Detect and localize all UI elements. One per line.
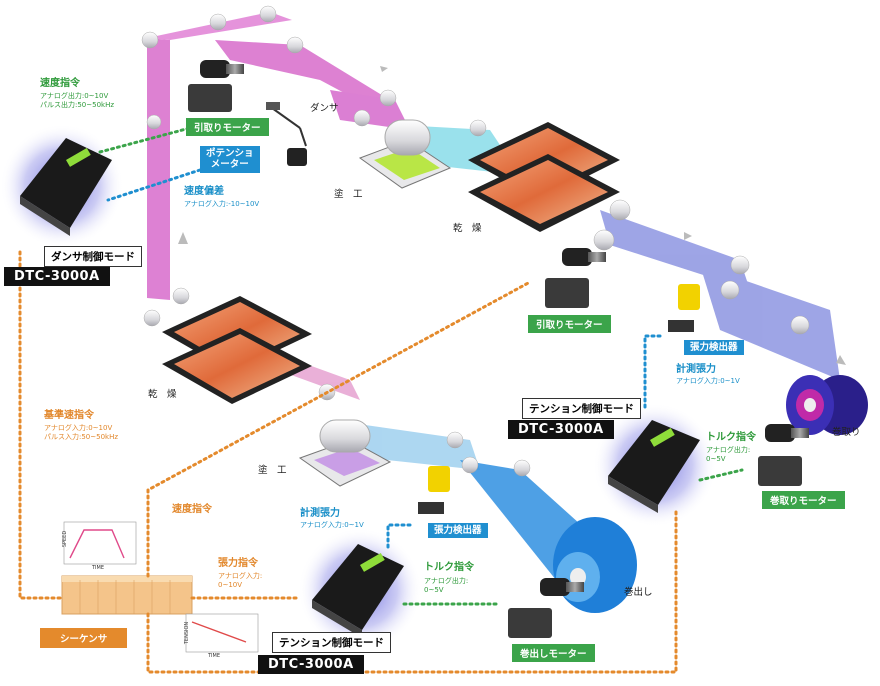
- drying-upper-label: 乾 燥: [453, 223, 482, 234]
- winder-roll: [786, 375, 868, 435]
- speed-graph-x-label: TIME: [92, 565, 105, 571]
- tension-detector-icons: [418, 284, 700, 514]
- potentiometer-badge: ポテンショ メーター: [200, 146, 260, 173]
- pull-motor-badge-right: 引取りモーター: [528, 315, 611, 333]
- coating-upper-label: 塗 工: [334, 189, 363, 200]
- lower-torque-cmd-line2: 0~5V: [424, 586, 444, 594]
- tension-graph-x-label: TIME: [208, 653, 221, 659]
- tension-graph: [185, 613, 259, 653]
- drying-lower-label: 乾 燥: [148, 389, 177, 400]
- signal-lines: [18, 126, 744, 674]
- tension-detector-badge-upper: 張力検出器: [684, 340, 744, 356]
- dancer-speed-dev-title: 速度偏差: [184, 186, 224, 197]
- dancer-label: ダンサ: [310, 103, 339, 114]
- tension-graph-y-label: TENSION: [184, 621, 191, 645]
- controller-tension-lower: [298, 528, 422, 652]
- upper-measured-tension-line1: アナログ入力:0~1V: [676, 377, 740, 385]
- coater-upper: [358, 119, 452, 189]
- sequencer-speed-cmd: 速度指令: [172, 504, 212, 515]
- tension-cmd-line1: アナログ入力:: [218, 572, 263, 580]
- base-speed-cmd-line1: アナログ入力:0~10V: [44, 424, 113, 432]
- dancer-speed-cmd-title: 速度指令: [40, 78, 80, 89]
- coating-lower-label: 塗 工: [258, 465, 287, 476]
- tension-cmd-title: 張力指令: [218, 558, 258, 569]
- upper-torque-cmd-line1: アナログ出力:: [706, 446, 751, 454]
- dancer-speed-cmd-line2: パルス出力:50~50kHz: [40, 101, 115, 109]
- dancer-mode-label: ダンサ制御モード: [44, 246, 142, 267]
- base-speed-cmd-title: 基準速指令: [44, 410, 94, 421]
- motor-icons: [188, 60, 809, 638]
- unwinder-label: 巻出し: [624, 587, 653, 598]
- lower-torque-cmd-title: トルク指令: [424, 562, 474, 573]
- lower-measured-tension-line1: アナログ入力:0~1V: [300, 521, 364, 529]
- dancer-model-label: DTC-3000A: [4, 267, 110, 286]
- winder-motor-badge: 巻取りモーター: [762, 491, 845, 509]
- unwinder-motor-badge: 巻出しモーター: [512, 644, 595, 662]
- dancer-arm: [266, 102, 307, 166]
- tension-mode-upper: テンション制御モード: [522, 398, 641, 419]
- upper-torque-cmd-title: トルク指令: [706, 432, 756, 443]
- tension-detector-badge-lower: 張力検出器: [428, 523, 488, 539]
- dancer-speed-cmd-line1: アナログ出力:0~10V: [40, 92, 109, 100]
- lower-torque-cmd-line1: アナログ出力:: [424, 577, 469, 585]
- dancer-speed-dev-line1: アナログ入力:-10~10V: [184, 200, 260, 208]
- speed-graph: [63, 521, 137, 565]
- tension-mode-lower: テンション制御モード: [272, 632, 391, 653]
- speed-graph-y-label: SPEED: [62, 530, 69, 548]
- tension-model-upper: DTC-3000A: [508, 420, 614, 439]
- tension-model-lower: DTC-3000A: [258, 655, 364, 674]
- upper-torque-cmd-line2: 0~5V: [706, 455, 726, 463]
- controller-tension-upper: [593, 403, 717, 527]
- sequencer-badge: シーケンサ: [40, 628, 128, 648]
- pull-motor-badge-upper-left: 引取りモーター: [186, 118, 269, 136]
- dryer-upper: [468, 122, 620, 232]
- rollers: [141, 5, 810, 477]
- upper-measured-tension-title: 計測張力: [676, 364, 716, 375]
- lower-measured-tension-title: 計測張力: [300, 508, 340, 519]
- web-upper-pink: [147, 12, 410, 300]
- winder-label: 巻取り: [832, 427, 861, 438]
- dryer-lower: [162, 296, 312, 404]
- base-speed-cmd-line2: パルス入力:50~50kHz: [44, 433, 119, 441]
- controller-dancer: [0, 124, 124, 248]
- sequencer-device: [61, 575, 193, 615]
- tension-cmd-line2: 0~10V: [218, 581, 243, 589]
- coater-lower: [298, 419, 392, 487]
